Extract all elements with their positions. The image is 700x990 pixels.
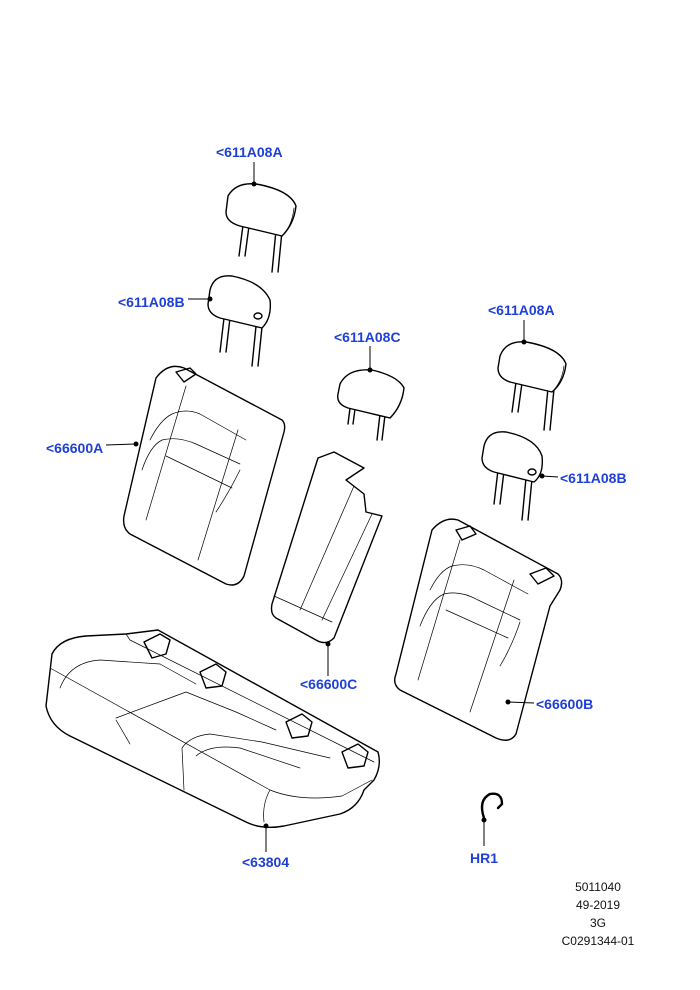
callout-611a08b-right[interactable]: <611A08B bbox=[560, 470, 627, 486]
callout-611a08c[interactable]: <611A08C bbox=[334, 329, 401, 345]
footer-code-1: 5011040 bbox=[575, 880, 621, 894]
hook-ring-hr1[interactable] bbox=[480, 792, 504, 820]
footer-code-3: 3G bbox=[589, 916, 606, 930]
headrest-611a08b-left[interactable] bbox=[207, 275, 272, 367]
seat-cushion-63804[interactable] bbox=[45, 629, 381, 829]
backrest-66600c[interactable] bbox=[270, 451, 383, 644]
headrest-611a08b-right[interactable] bbox=[481, 431, 544, 521]
headrest-611a08a-right[interactable] bbox=[497, 341, 567, 431]
callout-63804[interactable]: <63804 bbox=[242, 854, 290, 870]
headrest-611a08c[interactable] bbox=[337, 369, 405, 441]
backrest-66600a[interactable] bbox=[122, 365, 286, 586]
backrest-66600b[interactable] bbox=[393, 518, 563, 741]
callout-611a08a-right[interactable]: <611A08A bbox=[488, 302, 555, 318]
callout-66600c[interactable]: <66600C bbox=[300, 676, 358, 692]
callout-66600b[interactable]: <66600B bbox=[536, 696, 594, 712]
footer-code-2: 49-2019 bbox=[575, 898, 621, 912]
callout-66600a[interactable]: <66600A bbox=[46, 440, 104, 456]
callout-611a08b-left[interactable]: <611A08B bbox=[118, 294, 185, 310]
footer-code-4: C0291344-01 bbox=[561, 934, 635, 948]
callout-hr1[interactable]: HR1 bbox=[470, 850, 499, 866]
headrest-611a08a-left[interactable] bbox=[225, 183, 297, 273]
callout-611a08a-left[interactable]: <611A08A bbox=[216, 144, 283, 160]
